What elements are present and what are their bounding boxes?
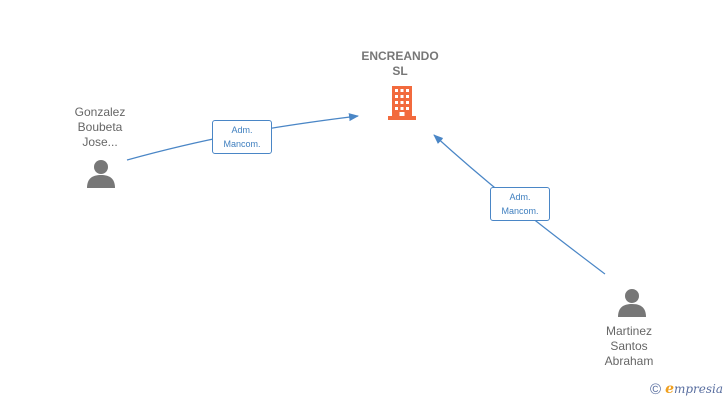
relation-label-line1: Adm. bbox=[231, 125, 253, 135]
person-name-line2: Boubeta bbox=[77, 120, 123, 134]
relation-label[interactable]: Adm. Mancom. bbox=[212, 120, 272, 154]
relation-label-line2: Mancom. bbox=[223, 139, 261, 149]
brand-logo: empresia bbox=[665, 381, 723, 397]
company-name-line2: SL bbox=[392, 64, 408, 78]
brand-rest: mpresia bbox=[673, 382, 724, 396]
company-name[interactable]: ENCREANDO SL bbox=[340, 49, 460, 79]
person-name-line3: Jose... bbox=[82, 135, 118, 149]
person-name-line3: Abraham bbox=[604, 354, 654, 368]
relation-label[interactable]: Adm. Mancom. bbox=[490, 187, 550, 221]
brand-initial: e bbox=[665, 381, 674, 397]
relation-label-line2: Mancom. bbox=[501, 206, 539, 216]
company-name-line1: ENCREANDO bbox=[361, 49, 439, 63]
empresia-watermark: © empresia bbox=[650, 379, 723, 399]
relation-label-line1: Adm. bbox=[509, 192, 531, 202]
building-icon[interactable] bbox=[386, 86, 418, 120]
copyright-icon: © bbox=[650, 380, 662, 398]
person-icon[interactable] bbox=[617, 287, 647, 317]
person-name-gonzalez[interactable]: Gonzalez Boubeta Jose... bbox=[50, 105, 150, 150]
person-name-line1: Martinez bbox=[605, 324, 652, 338]
person-name-martinez[interactable]: Martinez Santos Abraham bbox=[579, 324, 679, 369]
person-name-line1: Gonzalez bbox=[74, 105, 126, 119]
person-name-line2: Santos bbox=[610, 339, 648, 353]
person-icon[interactable] bbox=[86, 158, 116, 188]
